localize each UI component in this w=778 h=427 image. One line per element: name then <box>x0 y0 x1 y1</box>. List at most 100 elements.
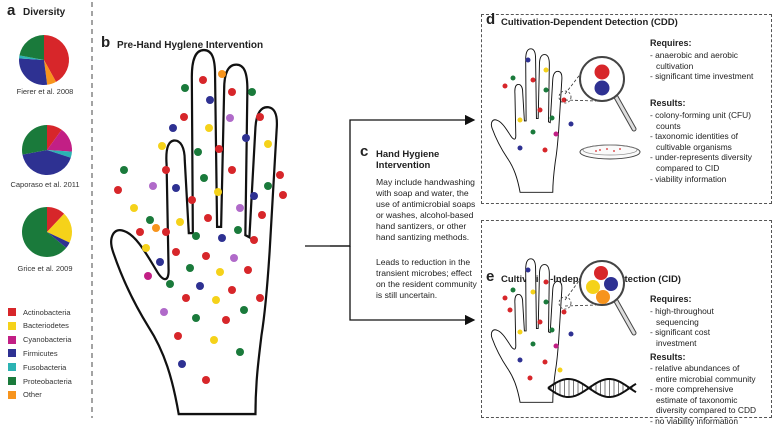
panel-e-requires-list: - high-throughout sequencing - significa… <box>650 306 714 348</box>
microbe-dot <box>206 96 214 104</box>
microbe-dot <box>543 67 549 73</box>
microbe-dot <box>553 131 559 137</box>
pie-slice-proteobacteria <box>22 125 47 155</box>
microbe-dot <box>228 286 236 294</box>
microbe-dot <box>527 375 533 381</box>
microbe-dot <box>561 309 567 315</box>
microbe-dot <box>202 252 210 260</box>
pie-chart-fierer <box>19 35 69 85</box>
pie-slice-proteobacteria <box>21 207 67 257</box>
panel-b-title: Pre-Hand Hyglene Intervention <box>117 40 264 51</box>
dna-strand <box>547 377 637 399</box>
pie-slice-cyanobacteria <box>47 129 72 152</box>
microbe-dot <box>204 214 212 222</box>
microbe-dot <box>158 142 166 150</box>
magnified-microbe <box>604 277 618 291</box>
list-item: entire microbial community <box>656 373 756 384</box>
microbe-dot <box>205 124 213 132</box>
microbe-dot <box>212 296 220 304</box>
microbe-dot <box>525 267 531 273</box>
legend-swatch <box>8 335 16 344</box>
panel-c-title: Hand Hygiene Intervention <box>376 149 439 171</box>
legend-item: Bacteriodetes <box>8 320 69 332</box>
pie-chart-grice <box>21 207 72 257</box>
microbe-dot <box>156 258 164 266</box>
legend-item: Actinobacteria <box>8 306 71 318</box>
text-line: hand santizers, or other <box>376 221 467 231</box>
microbe-dot <box>517 145 523 151</box>
microbe-dot <box>568 331 574 337</box>
microbe-dot <box>264 182 272 190</box>
microbe-dot <box>130 204 138 212</box>
microbe-dot <box>542 147 548 153</box>
microbe-dot <box>226 114 234 122</box>
list-item: counts <box>656 120 681 131</box>
microbe-dot <box>202 376 210 384</box>
microbe-dot <box>561 97 567 103</box>
microbe-dot <box>192 314 200 322</box>
panel-e-results-heading: Results: <box>650 352 686 362</box>
pie-caption-grice: Grice et al. 2009 <box>17 264 73 273</box>
microbe-dot <box>196 282 204 290</box>
pie-slice-bacteriodetes <box>47 213 72 243</box>
pie-chart-caporaso <box>22 125 72 175</box>
microbe-dot <box>248 88 256 96</box>
panel-d-requires-heading: Requires: <box>650 38 692 48</box>
microbe-dot <box>502 83 508 89</box>
microbe-dot <box>174 332 182 340</box>
microbe-dot <box>530 341 536 347</box>
microbe-dot <box>279 191 287 199</box>
microbe-dot <box>256 294 264 302</box>
microbe-dot <box>180 113 188 121</box>
panel-c-paragraph-1: May include handwashing with soap and wa… <box>376 177 475 243</box>
pie-slice-other <box>44 60 57 85</box>
microbe-dot <box>517 357 523 363</box>
pie-slice-firmicutes <box>19 58 48 85</box>
microbe-dot <box>525 57 531 63</box>
microbe-dot <box>144 272 152 280</box>
microbe-dot <box>199 76 207 84</box>
microbe-dot <box>178 360 186 368</box>
magnifying-glass-icon <box>579 260 625 306</box>
microbe-dot <box>188 196 196 204</box>
zoom-region <box>558 90 572 104</box>
legend-swatch <box>8 321 16 330</box>
microbe-dot <box>568 121 574 127</box>
text-line: use of antimicrobial soaps <box>376 199 476 209</box>
dna-strand <box>547 377 637 399</box>
microbe-dot <box>250 236 258 244</box>
magnified-microbe <box>594 64 610 80</box>
microbe-dot <box>162 166 170 174</box>
hand-outline <box>110 48 279 416</box>
microbe-dot <box>549 327 555 333</box>
text-line: Leads to reduction in the <box>376 257 471 267</box>
microbe-dot <box>543 87 549 93</box>
microbe-dot <box>160 308 168 316</box>
text-line: May include handwashing <box>376 177 475 187</box>
microbe-dot <box>186 264 194 272</box>
pie-slice-firmicutes <box>47 232 70 248</box>
magnifying-glass-handle <box>614 299 636 335</box>
panel-c-letter: c <box>360 143 369 160</box>
panel-d-requires-list: - anaerobic and aerobic cultivation - si… <box>650 50 753 82</box>
microbe-dot <box>543 299 549 305</box>
microbe-dot <box>192 232 200 240</box>
panel-c-title-line: Hand Hygiene <box>376 149 440 160</box>
panel-e-box <box>481 220 772 418</box>
panel-a-letter: a <box>7 2 16 19</box>
microbe-dot <box>172 184 180 192</box>
microbe-dot <box>510 75 516 81</box>
microbe-dot <box>236 348 244 356</box>
microbe-dot <box>216 268 224 276</box>
microbe-dot <box>228 166 236 174</box>
microbe-dot <box>530 289 536 295</box>
panel-e-requires-heading: Requires: <box>650 294 692 304</box>
microbe-dot <box>236 204 244 212</box>
zoom-line <box>564 262 593 301</box>
legend-item: Proteobacteria <box>8 375 72 387</box>
legend-label: Cyanobacteria <box>23 335 72 345</box>
